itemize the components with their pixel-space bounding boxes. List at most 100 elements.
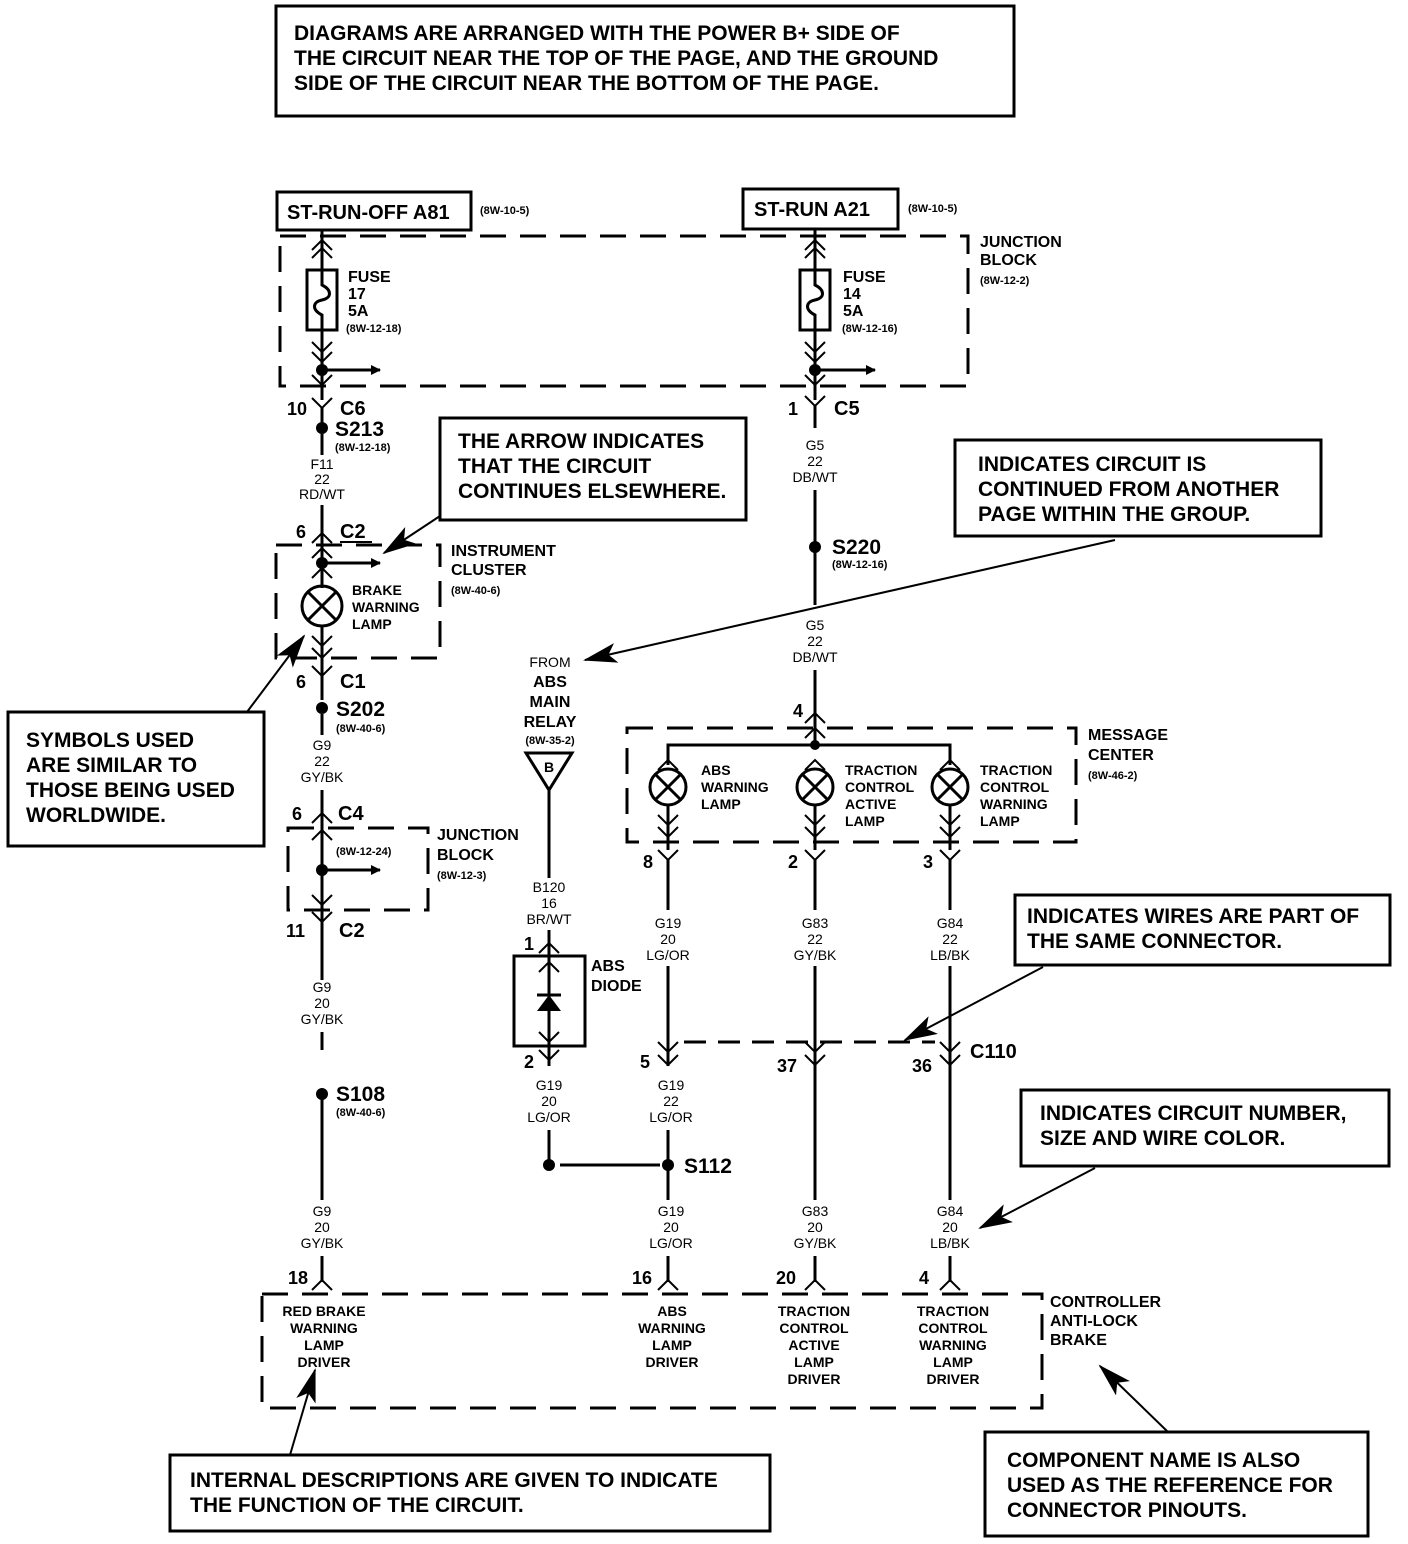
wire-color: LG/OR bbox=[527, 1109, 571, 1125]
component-name: JUNCTION bbox=[437, 827, 519, 844]
component-name: INSTRUMENT bbox=[451, 543, 556, 560]
driver-label: WARNING bbox=[638, 1320, 706, 1336]
lamp-label: LAMP bbox=[352, 616, 392, 632]
connector-pin: 2 bbox=[788, 852, 798, 872]
wire-size: 20 bbox=[807, 1219, 823, 1235]
driver-label: DRIVER bbox=[646, 1354, 699, 1370]
lamp-icon bbox=[300, 584, 344, 628]
pointer-arrow-icon bbox=[246, 634, 306, 713]
component-name: BLOCK bbox=[437, 847, 494, 864]
wire-color: LG/OR bbox=[649, 1109, 693, 1125]
fuse-ref: (8W-12-18) bbox=[346, 323, 402, 335]
callout-text: INTERNAL DESCRIPTIONS ARE GIVEN TO INDIC… bbox=[190, 1469, 718, 1492]
callout-text: ARE SIMILAR TO bbox=[26, 754, 197, 777]
wire-circuit: B120 bbox=[533, 879, 566, 895]
wire-size: 20 bbox=[942, 1219, 958, 1235]
wire-color: GY/BK bbox=[301, 769, 344, 785]
component-ref: (8W-12-3) bbox=[437, 870, 487, 882]
driver-label: ACTIVE bbox=[788, 1337, 839, 1353]
component-ref: (8W-12-2) bbox=[980, 275, 1030, 287]
callout-text: CONNECTOR PINOUTS. bbox=[1007, 1499, 1247, 1522]
driver-label: RED BRAKE bbox=[282, 1303, 365, 1319]
wire-size: 20 bbox=[314, 995, 330, 1011]
driver-label: TRACTION bbox=[778, 1303, 850, 1319]
callout-text: THOSE BEING USED bbox=[26, 779, 235, 802]
callout-text: CONTINUES ELSEWHERE. bbox=[458, 480, 726, 503]
wire-circuit: G83 bbox=[802, 915, 829, 931]
splice-dot bbox=[662, 1159, 674, 1171]
wire-circuit: F11 bbox=[310, 456, 333, 472]
fuse-label: FUSE bbox=[843, 269, 886, 286]
connector-name: C110 bbox=[970, 1041, 1017, 1063]
component-name: BRAKE bbox=[1050, 1332, 1107, 1349]
wire-color: DB/WT bbox=[792, 469, 838, 485]
male-terminal-icon bbox=[311, 341, 333, 387]
connector-pin: 11 bbox=[286, 921, 305, 941]
callout-text: THE ARROW INDICATES bbox=[458, 430, 704, 453]
connector-pin: 4 bbox=[793, 701, 803, 721]
fuse-number: 17 bbox=[348, 286, 366, 303]
splice-dot bbox=[316, 422, 328, 434]
wire-circuit: G9 bbox=[313, 737, 332, 753]
component-ref: (8W-46-2) bbox=[1088, 770, 1138, 782]
wire-color: LG/OR bbox=[646, 947, 690, 963]
connector-pin: 4 bbox=[919, 1268, 929, 1288]
title-note-box: DIAGRAMS ARE ARRANGED WITH THE POWER B+ … bbox=[274, 4, 1016, 118]
callout-text: CONTINUED FROM ANOTHER bbox=[978, 478, 1279, 501]
source-st-run-off-a81: ST-RUN-OFF A81 (8W-10-5) bbox=[275, 190, 530, 232]
lamp-icon bbox=[795, 767, 835, 807]
callout-continued-from-page: INDICATES CIRCUIT IS CONTINUED FROM ANOT… bbox=[583, 438, 1323, 663]
fuse-rating: 5A bbox=[843, 303, 864, 320]
controller-anti-lock-brake: CONTROLLER ANTI-LOCK BRAKE RED BRAKE WAR… bbox=[260, 1292, 1162, 1410]
splice-name: S108 bbox=[336, 1083, 385, 1106]
connector-pin: 16 bbox=[632, 1268, 652, 1288]
callout-circuit-number: INDICATES CIRCUIT NUMBER, SIZE AND WIRE … bbox=[978, 1088, 1391, 1229]
lamp-label: WARNING bbox=[980, 796, 1048, 812]
connector-name: C2 bbox=[339, 920, 365, 942]
component-ref: (8W-40-6) bbox=[451, 585, 501, 597]
pointer-arrow-icon bbox=[583, 539, 1116, 663]
wire-color: LB/BK bbox=[930, 1235, 970, 1251]
lamp-label: CONTROL bbox=[980, 779, 1050, 795]
abs-diode: 1 2 ABS DIODE G19 20 LG/OR bbox=[512, 930, 642, 1165]
pointer-arrow-icon bbox=[978, 1167, 1096, 1229]
wire-circuit: G9 bbox=[313, 1203, 332, 1219]
wire-size: 22 bbox=[314, 471, 330, 487]
message-center: MESSAGE CENTER (8W-46-2) ABS WARNING LAM… bbox=[625, 726, 1168, 872]
pointer-arrow-icon bbox=[903, 966, 1044, 1041]
connector-pin: 8 bbox=[643, 852, 653, 872]
callout-text: THE FUNCTION OF THE CIRCUIT. bbox=[190, 1494, 524, 1517]
callout-arrow-indicates: THE ARROW INDICATES THAT THE CIRCUIT CON… bbox=[382, 416, 748, 555]
fuse-17: FUSE 17 5A (8W-12-18) bbox=[305, 230, 402, 400]
callout-symbols-used: SYMBOLS USED ARE SIMILAR TO THOSE BEING … bbox=[6, 634, 306, 848]
splice-dot bbox=[543, 1159, 555, 1171]
wire-circuit: G19 bbox=[655, 915, 682, 931]
component-name: DIODE bbox=[591, 978, 642, 995]
fuse-number: 14 bbox=[843, 286, 861, 303]
wire-color: GY/BK bbox=[794, 1235, 837, 1251]
component-name: BLOCK bbox=[980, 252, 1037, 269]
driver-label: LAMP bbox=[652, 1337, 692, 1353]
title-note-line: DIAGRAMS ARE ARRANGED WITH THE POWER B+ … bbox=[294, 22, 900, 45]
component-name: ABS bbox=[591, 958, 625, 975]
continuation-marker: B bbox=[544, 759, 554, 775]
lamp-label: ABS bbox=[701, 762, 731, 778]
connector-pin: 6 bbox=[296, 522, 306, 542]
lamp-label: ACTIVE bbox=[845, 796, 896, 812]
fuse-rating: 5A bbox=[348, 303, 369, 320]
wire-size: 16 bbox=[541, 895, 557, 911]
wire-size: 22 bbox=[663, 1093, 679, 1109]
junction-block-mid-box bbox=[286, 826, 430, 912]
female-terminal-icon bbox=[804, 238, 826, 259]
abs-main-relay-source: FROM ABS MAIN RELAY (8W-35-2) B B120 16 … bbox=[523, 654, 577, 927]
relay-label: ABS bbox=[533, 674, 567, 691]
connector-pin: 1 bbox=[524, 934, 534, 954]
wire-circuit: G83 bbox=[802, 1203, 829, 1219]
connector-pin: 18 bbox=[288, 1268, 308, 1288]
lamp-label: WARNING bbox=[701, 779, 769, 795]
component-ref: (8W-12-24) bbox=[336, 846, 392, 858]
lamp-label: LAMP bbox=[980, 813, 1020, 829]
connector-pin: 10 bbox=[287, 399, 307, 419]
component-name: CLUSTER bbox=[451, 562, 527, 579]
